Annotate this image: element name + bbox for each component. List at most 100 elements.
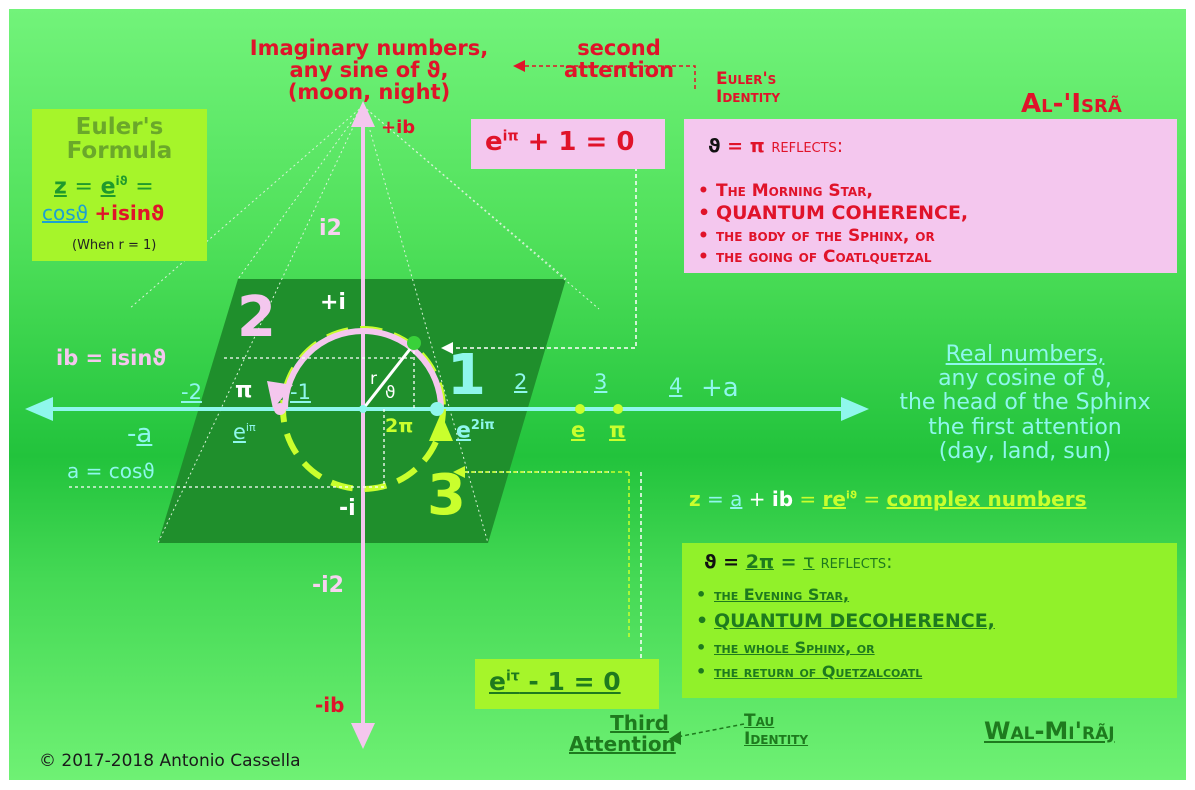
complex-plus: + bbox=[742, 487, 772, 511]
complex-exponent: iϑ bbox=[845, 488, 858, 502]
tau-identity-exponent: iτ bbox=[505, 668, 520, 685]
euler-identity-label: Euler's Identity bbox=[716, 69, 781, 107]
pi-item-coherence: QUANTUM COHERENCE, bbox=[694, 202, 968, 226]
real-numbers-block: Real numbers, any cosine of ϑ, the head … bbox=[869, 342, 1181, 464]
tau-item-return: the return of Quetzalcoatl bbox=[692, 660, 995, 684]
radius-label: r bbox=[370, 369, 377, 389]
complex-words: complex numbers bbox=[886, 487, 1087, 511]
tau-eq: = bbox=[716, 551, 746, 573]
z-symbol: z bbox=[54, 174, 67, 200]
identity-word: Identity bbox=[716, 86, 781, 107]
complex-eq-1: = bbox=[700, 487, 731, 511]
half-turn-arc bbox=[282, 328, 444, 410]
angle-label: ϑ bbox=[385, 383, 396, 403]
real-line-4: the first attention bbox=[928, 414, 1122, 440]
imaginary-line-1: Imaginary numbers, bbox=[249, 36, 489, 60]
identity-exponent: iπ bbox=[502, 128, 519, 145]
diagram-graphics bbox=[25, 60, 869, 749]
complex-a: a bbox=[730, 487, 743, 511]
plus-i-label: +i bbox=[320, 290, 346, 315]
copyright-text: © 2017-2018 Antonio Cassella bbox=[39, 751, 301, 771]
third-attention-label: Third Attention bbox=[569, 711, 676, 756]
identity-e: e bbox=[485, 127, 503, 157]
identity-word-2: Identity bbox=[744, 728, 809, 749]
diagram-canvas: Imaginary numbers, any sine of ϑ, (moon,… bbox=[9, 9, 1186, 780]
radius-line bbox=[361, 343, 416, 410]
tau-reflects-word: reflects: bbox=[814, 551, 893, 573]
real-line-1: Real numbers, bbox=[945, 342, 1105, 367]
attention-word: Attention bbox=[569, 732, 676, 756]
pi-item-body: the body of the Sphinx, or bbox=[694, 226, 968, 248]
pi-constant-label: π bbox=[609, 418, 626, 442]
equals-2: = bbox=[135, 174, 154, 200]
tick-2: 2 bbox=[514, 370, 528, 394]
tau-item-evening-star: the Evening Star, bbox=[692, 583, 995, 607]
theta-symbol: ϑ bbox=[708, 135, 721, 157]
complex-eq-2: = bbox=[793, 487, 823, 511]
quadrant-2-number: 2 bbox=[237, 285, 276, 350]
euler-identity-box: eiπ + 1 = 0 bbox=[471, 119, 665, 169]
imaginary-line-2: any sine of ϑ, bbox=[289, 58, 449, 83]
tick-neg1: -1 bbox=[290, 380, 311, 404]
identity-rest: + 1 = 0 bbox=[518, 127, 635, 157]
e2ip-exponent: 2iπ bbox=[470, 418, 495, 433]
plus-a-label: +a bbox=[701, 373, 739, 403]
tau-identity-e: e bbox=[489, 667, 506, 696]
complex-ib: ib bbox=[771, 487, 794, 511]
quadrant-1-number: 1 bbox=[447, 343, 486, 408]
tau-theta: ϑ bbox=[704, 551, 717, 573]
plus-ib-label: +ib bbox=[381, 117, 416, 138]
equals: = bbox=[74, 174, 93, 200]
tau-2pi: 2π bbox=[745, 551, 774, 573]
tick-3: 3 bbox=[594, 370, 608, 394]
minus-a-sign: - bbox=[127, 419, 137, 449]
complex-z: z bbox=[689, 487, 701, 511]
minus-a-label: a bbox=[136, 419, 153, 449]
ib-equals-isin: ib = isinϑ bbox=[56, 346, 167, 370]
isin-term: +isinϑ bbox=[94, 201, 165, 225]
pi-item-going: the going of Coatlquetzal bbox=[694, 247, 968, 269]
imaginary-line-3: (moon, night) bbox=[287, 80, 451, 105]
i2-label: i2 bbox=[319, 216, 342, 241]
pyramid-lines bbox=[128, 105, 600, 544]
minus-ib-label: -ib bbox=[315, 693, 345, 717]
real-line-5: (day, land, sun) bbox=[938, 438, 1112, 464]
e-symbol: e bbox=[100, 174, 116, 200]
complex-numbers-line: z = a + ib = reiϑ = complex numbers bbox=[689, 489, 1087, 510]
euler-formula-title-1: Euler's bbox=[75, 114, 164, 140]
tau-identity-rest: - 1 = 0 bbox=[519, 667, 621, 696]
euler-word: Euler's bbox=[716, 69, 777, 89]
tau-identity-box: eiτ - 1 = 0 bbox=[475, 659, 659, 709]
real-line-2: any cosine of ϑ, bbox=[938, 366, 1112, 392]
complex-eq-3: = bbox=[857, 487, 887, 511]
pi-reflects-box: ϑ = π reflects: The Morning Star, QUANTU… bbox=[684, 119, 1177, 273]
imaginary-axis-arrow-up bbox=[351, 101, 375, 127]
tau-reflects-box: ϑ = 2π = τ reflects: the Evening Star, Q… bbox=[682, 543, 1177, 698]
tau-symbol: τ bbox=[803, 551, 815, 573]
a-equals-cos: a = cosϑ bbox=[67, 459, 155, 483]
imaginary-axis-arrow-down bbox=[351, 723, 375, 749]
e-constant-label: e bbox=[571, 418, 586, 442]
reflects-word: reflects: bbox=[771, 135, 844, 157]
exponent: iϑ bbox=[115, 174, 128, 188]
pi-list: The Morning Star, QUANTUM COHERENCE, the… bbox=[694, 181, 968, 269]
al-isra-title: Al-'Isrã bbox=[1021, 89, 1122, 119]
tau-list: the Evening Star, QUANTUM DECOHERENCE, t… bbox=[692, 583, 995, 684]
complex-re: re bbox=[822, 487, 846, 511]
two-pi-label: 2π bbox=[385, 415, 414, 437]
attention-line: attention bbox=[564, 58, 675, 83]
minus-i2-label: -i2 bbox=[312, 573, 344, 598]
imaginary-label: Imaginary numbers, any sine of ϑ, (moon,… bbox=[229, 37, 509, 103]
euler-formula-title-2: Formula bbox=[66, 138, 173, 165]
tau-eq-2: = bbox=[773, 551, 804, 573]
eip-base: e bbox=[233, 420, 246, 444]
second-line: second bbox=[577, 36, 661, 60]
pi-left-label: π bbox=[235, 378, 253, 403]
minus-i-label: -i bbox=[339, 496, 356, 521]
pi-eq: = π bbox=[720, 135, 772, 157]
real-line-3: the head of the Sphinx bbox=[899, 390, 1151, 416]
quadrant-3-number: 3 bbox=[427, 463, 466, 528]
tick-4: 4 bbox=[669, 374, 683, 398]
euler-formula-box: Euler's Formula z = eiϑ = cosϑ +isinϑ (W… bbox=[32, 109, 207, 261]
third-word: Third bbox=[610, 711, 669, 735]
